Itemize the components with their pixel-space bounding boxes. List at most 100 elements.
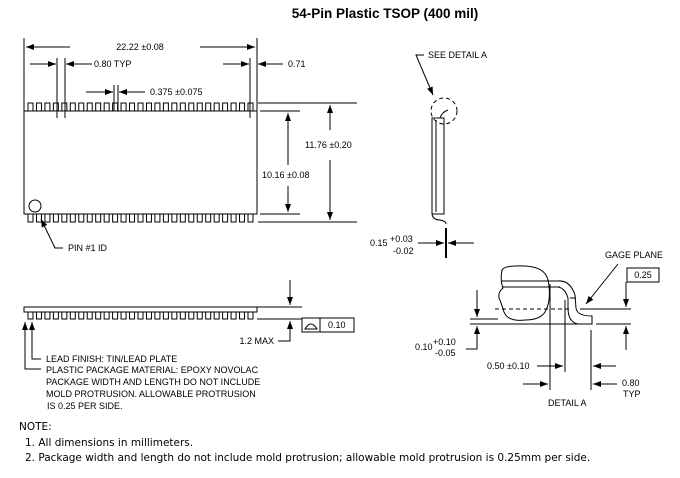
lead: [213, 102, 220, 112]
gage-plane-label: GAGE PLANE: [605, 250, 663, 260]
lead: [154, 102, 161, 112]
lead: [52, 102, 59, 112]
dim-foot-length: 0.50 ±0.10: [487, 361, 529, 371]
note-item: 2. Package width and length do not inclu…: [25, 452, 590, 464]
note-item: 1. All dimensions in millimeters.: [25, 437, 193, 449]
detail-a-view: 0.10 +0.10 -0.05 0.50 ±0.10 0.80 TYP DET…: [415, 250, 663, 408]
gage-value: 0.25: [634, 270, 652, 280]
lead: [78, 213, 85, 223]
dim-overall-width: 11.76 ±0.20: [305, 140, 352, 150]
top-view: 22.22 ±0.08 0.80 TYP 0.375 ±0.075 0.71 1…: [23, 38, 357, 253]
lead: [154, 213, 161, 223]
lead: [137, 311, 144, 320]
lead: [61, 213, 68, 223]
material-note-line: IS 0.25 PER SIDE.: [47, 401, 123, 411]
lead: [222, 213, 229, 223]
lead: [145, 213, 152, 223]
lead: [52, 213, 59, 223]
lead: [213, 213, 220, 223]
material-note-line: MOLD PROTRUSION. ALLOWABLE PROTRUSION: [46, 389, 256, 399]
lead: [120, 311, 127, 320]
dim-lead-thickness-minus: -0.02: [393, 246, 414, 256]
lead: [35, 311, 42, 320]
dim-lead-thickness: 0.15: [370, 238, 388, 248]
lead: [86, 213, 93, 223]
dim-lead-width: 0.375 ±0.075: [150, 87, 202, 97]
lead: [188, 102, 195, 112]
lead: [171, 102, 178, 112]
gage-value-frame: [626, 267, 660, 283]
lead: [239, 213, 246, 223]
dim-height: 1.2 MAX: [239, 336, 274, 346]
lead: [213, 311, 220, 320]
lead: [196, 213, 203, 223]
lead: [129, 311, 136, 320]
drawing-title: 54-Pin Plastic TSOP (400 mil): [292, 6, 479, 21]
lead: [137, 102, 144, 112]
detail-a-label: DETAIL A: [548, 398, 587, 408]
notes-heading: NOTE:: [19, 421, 52, 433]
material-note-line: PLASTIC PACKAGE MATERIAL: EPOXY NOVOLAC: [46, 365, 259, 375]
end-view: SEE DETAIL A 0.15 +0.03 -0.02: [370, 50, 487, 258]
lead: [35, 213, 42, 223]
lead: [120, 102, 127, 112]
lead-finish-note: LEAD FINISH: TIN/LEAD PLATE: [46, 354, 177, 364]
pin1-marker: [28, 199, 42, 213]
lead: [52, 311, 59, 320]
side-lead-row: [27, 311, 254, 320]
lead: [129, 102, 136, 112]
lead: [27, 213, 34, 223]
lead: [222, 102, 229, 112]
side-view: 1.2 MAX 0.10 LEAD FINISH: TIN/LEAD PLATE…: [22, 280, 355, 411]
package-body: [23, 110, 258, 215]
lead: [230, 102, 237, 112]
lead: [27, 311, 34, 320]
dim-lead-length: 0.80: [622, 378, 640, 388]
lead: [230, 213, 237, 223]
lead: [247, 213, 254, 223]
lead: [120, 213, 127, 223]
lead: [154, 311, 161, 320]
dim-standoff-minus: -0.05: [435, 348, 456, 358]
lead: [95, 213, 102, 223]
lead: [44, 213, 51, 223]
lead: [69, 213, 76, 223]
dim-end-offset: 0.71: [288, 59, 306, 69]
lead: [179, 102, 186, 112]
lead: [162, 102, 169, 112]
lead: [61, 311, 68, 320]
dim-standoff-plus: +0.10: [433, 337, 456, 347]
lead: [179, 311, 186, 320]
dim-lead-length-typ: TYP: [623, 389, 641, 399]
lead: [205, 102, 212, 112]
lead: [230, 311, 237, 320]
lead: [27, 102, 34, 112]
lead: [78, 102, 85, 112]
top-lead-row: [27, 102, 254, 112]
see-detail-label: SEE DETAIL A: [428, 50, 487, 60]
lead: [179, 213, 186, 223]
lead: [86, 311, 93, 320]
lead: [239, 311, 246, 320]
lead: [171, 213, 178, 223]
lead: [44, 102, 51, 112]
detail-a-circle: [430, 97, 458, 125]
coplanarity-value: 0.10: [328, 320, 346, 330]
lead: [239, 102, 246, 112]
end-view-body: [431, 117, 445, 215]
lead: [247, 311, 254, 320]
side-body: [23, 306, 258, 313]
lead: [171, 311, 178, 320]
dim-standoff: 0.10: [415, 342, 433, 352]
lead: [61, 102, 68, 112]
lead: [129, 213, 136, 223]
notes: NOTE: 1. All dimensions in millimeters. …: [19, 421, 590, 464]
coplanarity-symbol-icon: [304, 323, 318, 330]
lead: [162, 213, 169, 223]
lead: [112, 102, 119, 112]
pin1-label: PIN #1 ID: [68, 243, 108, 253]
lead: [69, 102, 76, 112]
lead: [103, 311, 110, 320]
lead: [145, 311, 152, 320]
